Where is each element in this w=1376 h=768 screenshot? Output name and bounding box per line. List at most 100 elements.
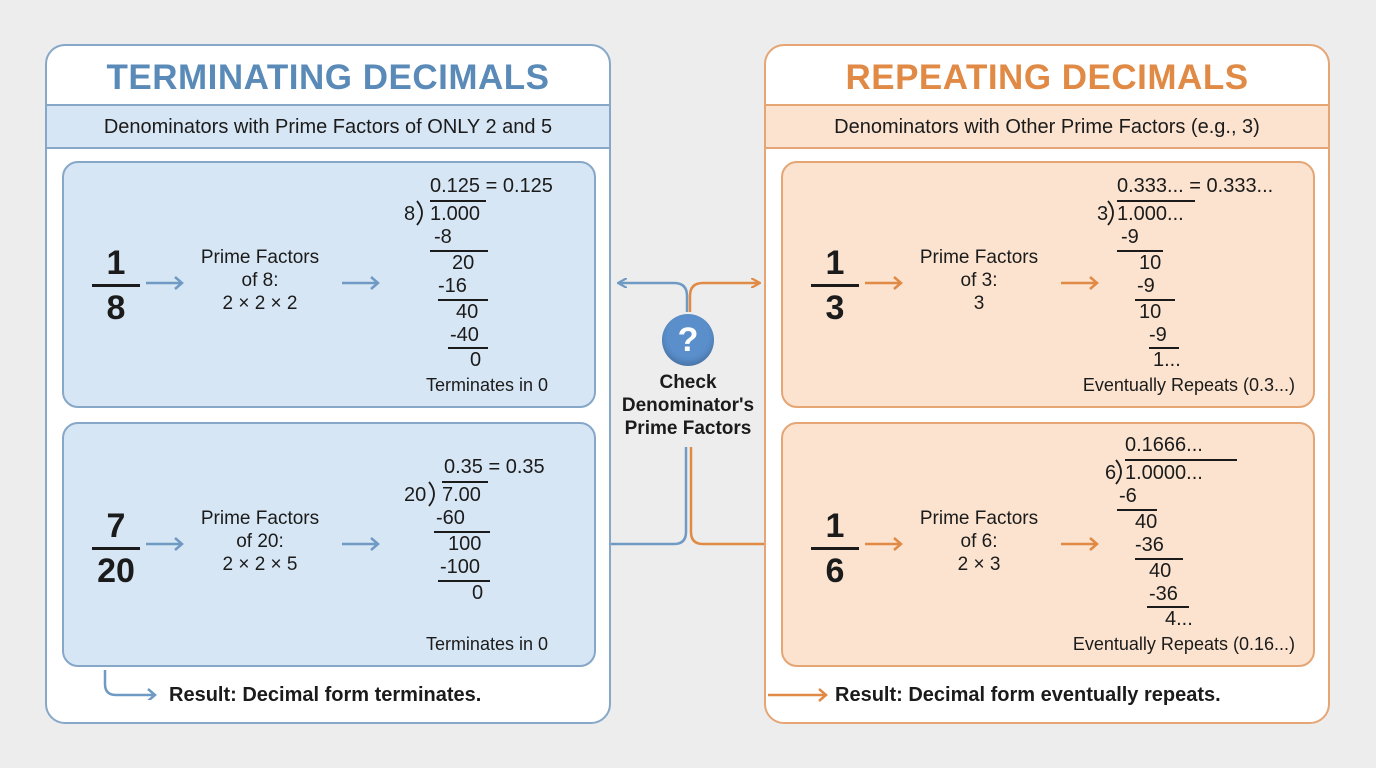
division-bracket (428, 481, 435, 507)
result-arrow-icon (103, 670, 157, 700)
repeating-subtitle: Denominators with Other Prime Factors (e… (766, 104, 1328, 149)
division-overline (430, 200, 486, 202)
step: 4... (1165, 608, 1193, 630)
center-label-line: Check (659, 372, 717, 393)
terminating-panel: TERMINATING DECIMALS Denominators with P… (45, 44, 611, 724)
example-card-7-20: 7 20 Prime Factors of 20: 2 × 2 × 5 0.35… (62, 422, 596, 667)
terminates-note: Terminates in 0 (425, 634, 548, 654)
divisor: 20 (404, 484, 427, 506)
prime-factors-of-20: Prime Factors of 20: 2 × 2 × 5 (184, 507, 336, 576)
step: -16 (438, 275, 467, 297)
arrow-right-icon (342, 537, 380, 551)
numerator: 7 (106, 507, 126, 545)
question-icon: ? (662, 314, 714, 366)
center-label-line: Denominator's (621, 395, 755, 416)
pf-of: of 20: (236, 531, 284, 552)
connector-to-left-bottom (596, 447, 688, 546)
dividend: 1.000... (1117, 203, 1184, 225)
step: -60 (436, 507, 465, 529)
pf-value: 2 × 3 (957, 554, 1001, 575)
long-division-3: 0.333... = 0.333... 3 1.000... -9 10 -9 … (1093, 175, 1308, 375)
step: 20 (452, 252, 475, 274)
division-bracket (1107, 200, 1114, 226)
step-rule (430, 250, 488, 252)
connector-to-left-top (620, 283, 689, 312)
division-bracket (1115, 459, 1122, 485)
step: 40 (1149, 560, 1172, 582)
example-card-1-3: 1 3 Prime Factors of 3: 3 0.333... = 0.3… (781, 161, 1315, 408)
terminating-title: TERMINATING DECIMALS (106, 58, 550, 97)
step: -9 (1121, 226, 1139, 248)
pf-value: 2 × 2 × 2 (222, 293, 298, 314)
step-rule (1149, 347, 1179, 349)
numerator: 1 (825, 244, 845, 282)
pf-label: Prime Factors (919, 247, 1039, 268)
step: -36 (1149, 583, 1178, 605)
step-rule (1135, 558, 1183, 560)
step: -9 (1137, 275, 1155, 297)
step-rule (448, 347, 488, 349)
step-rule (1117, 250, 1163, 252)
denominator: 6 (825, 552, 845, 590)
step: 10 (1139, 252, 1162, 274)
pf-of: of 8: (241, 270, 279, 291)
step: 0 (470, 349, 482, 371)
long-division-6: 0.1666... 6 1.0000... -6 40 -36 40 -36 4… (1101, 434, 1301, 634)
arrow-right-icon (1061, 276, 1099, 290)
quotient: 0.333... = 0.333... (1117, 175, 1274, 197)
divisor: 8 (404, 203, 416, 225)
step-rule (1117, 509, 1157, 511)
arrow-right-icon (865, 276, 903, 290)
pf-label: Prime Factors (919, 508, 1039, 529)
example-card-1-6: 1 6 Prime Factors of 6: 2 × 3 0.1666... … (781, 422, 1315, 667)
step: -8 (434, 226, 452, 248)
step: 40 (1135, 511, 1158, 533)
repeats-note: Eventually Repeats (0.16...) (1072, 634, 1295, 654)
result-arrow-icon (768, 688, 828, 702)
step: 10 (1139, 301, 1162, 323)
pf-label: Prime Factors (200, 247, 320, 268)
numerator: 1 (106, 244, 126, 282)
center-label-line: Prime Factors (624, 418, 752, 439)
long-division-8: 0.125 = 0.125 8 1.000 -8 20 -16 40 -40 0 (400, 175, 590, 375)
pf-label: Prime Factors (200, 508, 320, 529)
division-overline (1117, 200, 1195, 202)
terminating-subtitle: Denominators with Prime Factors of ONLY … (47, 104, 609, 149)
step: 100 (448, 533, 482, 555)
long-division-20: 0.35 = 0.35 20 7.00 -60 100 -100 0 (390, 456, 590, 616)
check-denominator-label: Check Denominator's Prime Factors (612, 371, 764, 440)
step: -6 (1119, 485, 1137, 507)
fraction-1-8: 1 8 (92, 245, 140, 326)
step: -40 (450, 324, 479, 346)
pf-of: of 6: (960, 531, 998, 552)
step: 0 (472, 582, 484, 604)
step: 1... (1153, 349, 1181, 371)
arrow-right-icon (865, 537, 903, 551)
step-rule (434, 531, 490, 533)
dividend: 1.0000... (1125, 462, 1203, 484)
connector-to-right-top (688, 283, 758, 312)
step: -100 (440, 556, 481, 578)
repeats-note: Eventually Repeats (0.3...) (1082, 375, 1295, 395)
dividend: 7.00 (442, 484, 481, 506)
step-rule (1135, 299, 1175, 301)
prime-factors-of-3: Prime Factors of 3: 3 (903, 246, 1055, 315)
arrow-right-icon (146, 276, 184, 290)
fraction-bar (92, 547, 140, 550)
quotient: 0.125 = 0.125 (430, 175, 553, 197)
step: 40 (456, 301, 479, 323)
fraction-7-20: 7 20 (92, 508, 140, 589)
step-rule (438, 299, 488, 301)
quotient: 0.35 = 0.35 (444, 456, 545, 478)
pf-value: 2 × 2 × 5 (222, 554, 298, 575)
example-card-1-8: 1 8 Prime Factors of 8: 2 × 2 × 2 0.125 … (62, 161, 596, 408)
denominator: 3 (825, 289, 845, 327)
repeating-result: Result: Decimal form eventually repeats. (835, 684, 1221, 706)
numerator: 1 (825, 507, 845, 545)
division-bracket (416, 200, 423, 226)
step-rule (1147, 606, 1189, 608)
repeating-title: REPEATING DECIMALS (845, 58, 1249, 97)
arrow-right-icon (1061, 537, 1099, 551)
arrow-right-icon (146, 537, 184, 551)
